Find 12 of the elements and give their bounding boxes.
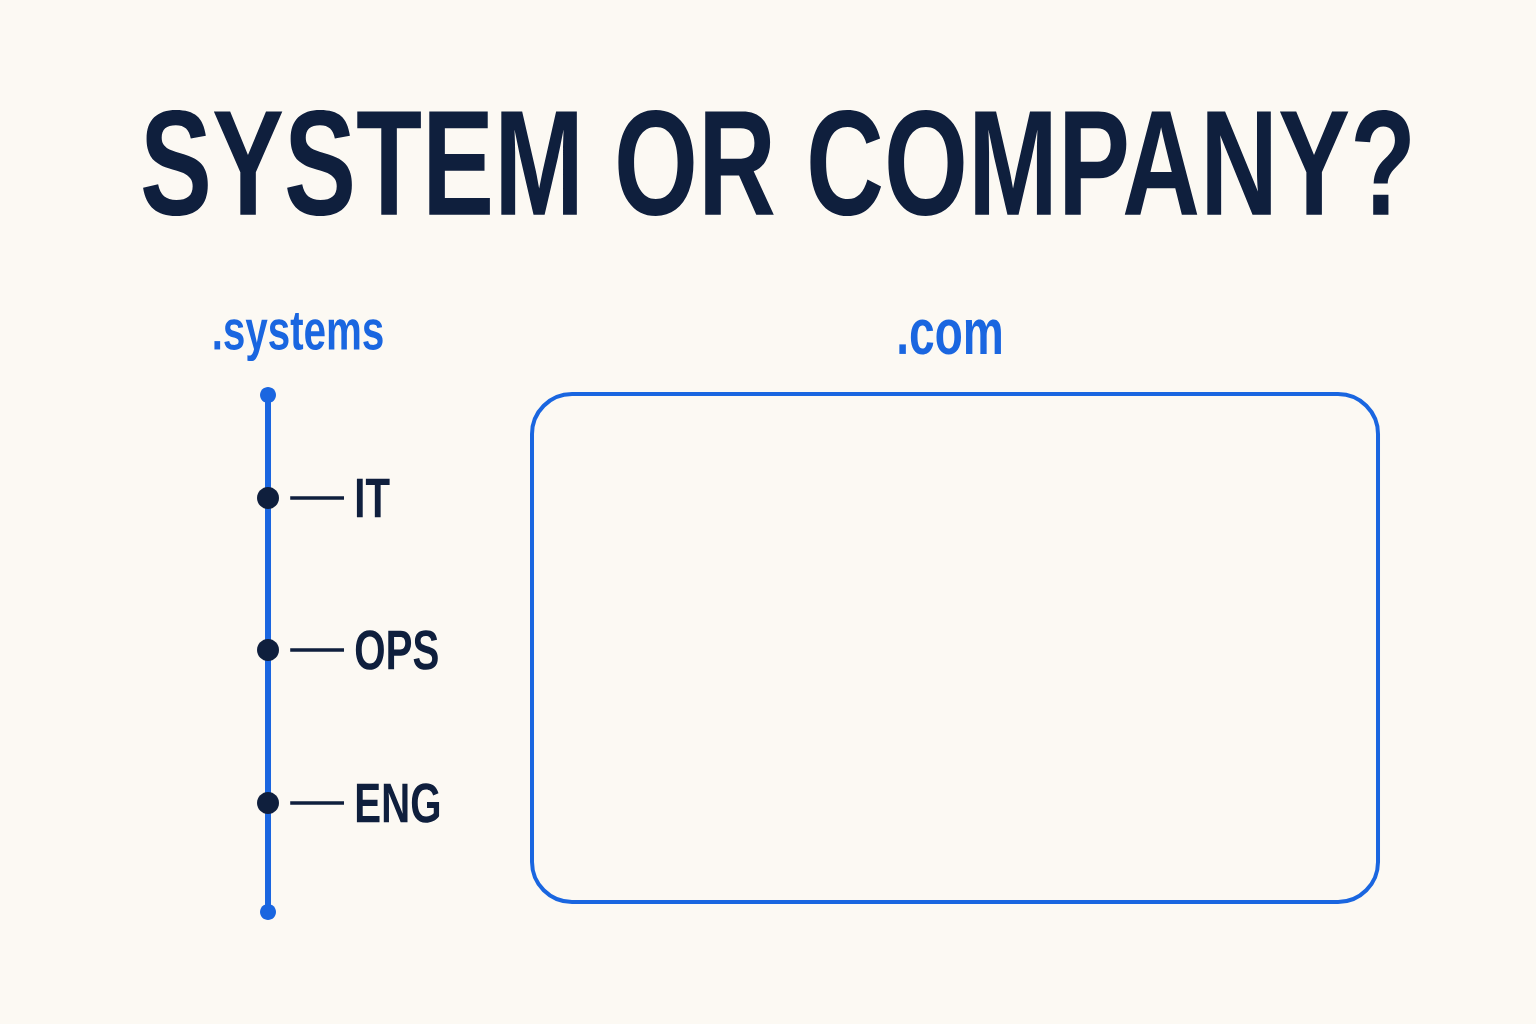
leader-line (290, 801, 344, 805)
timeline-dot (257, 487, 279, 509)
timeline-dot (257, 639, 279, 661)
title: SYSTEM OR COMPANY? (143, 109, 1410, 217)
leader-line (290, 648, 344, 652)
leader-line (290, 496, 344, 500)
timeline-heading: .systems (214, 312, 383, 362)
box-heading: .com (899, 319, 1001, 355)
timeline-label: IT (356, 478, 390, 518)
timeline-label: ENG (356, 783, 440, 823)
timeline-dot (257, 792, 279, 814)
timeline-label: OPS (355, 630, 438, 670)
